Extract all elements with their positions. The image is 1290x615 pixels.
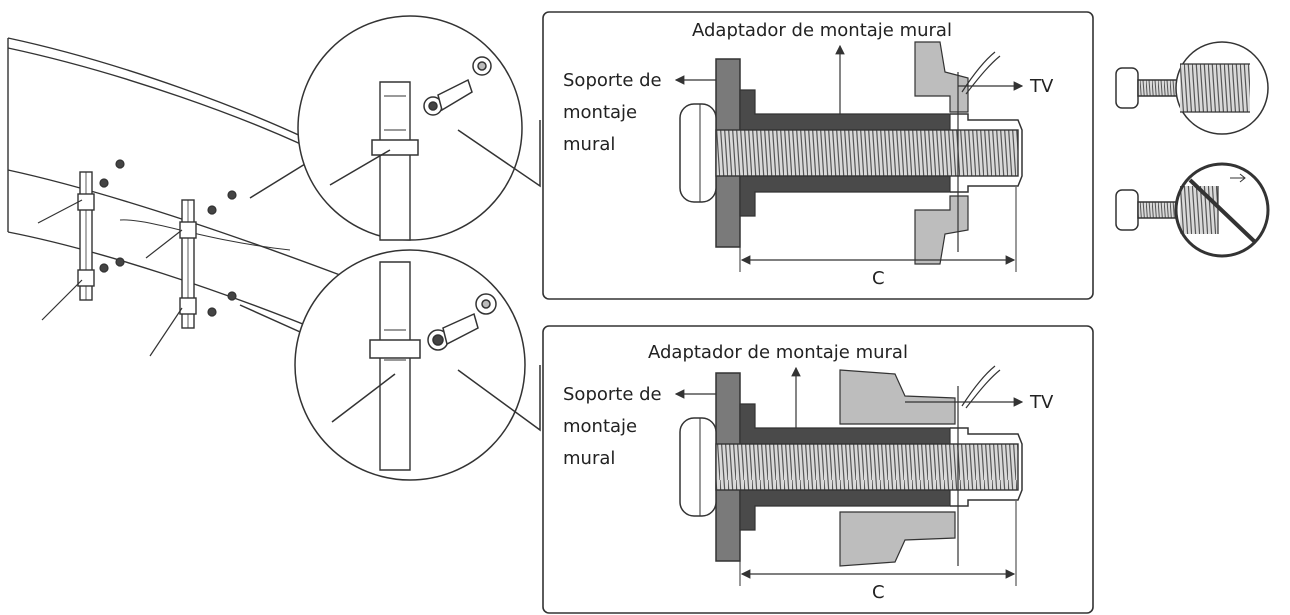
tv-back-top-edge <box>7 37 331 151</box>
tv-label: TV <box>1029 76 1054 97</box>
adapter-label: Adaptador de montaje mural <box>648 342 908 363</box>
tv-insert-nut <box>950 427 1023 507</box>
tv-body-bottom <box>839 511 956 567</box>
adapter-label: Adaptador de montaje mural <box>692 20 952 41</box>
prohibited-slash-icon <box>1188 178 1257 244</box>
tv-body-top <box>914 41 969 113</box>
correct-screw-thread-icon <box>1115 41 1269 135</box>
bolt-head <box>679 103 717 203</box>
tv-back-illustration <box>7 37 341 357</box>
tv-label: TV <box>1029 392 1054 413</box>
zoom-callout-top <box>249 15 541 241</box>
bracket-label-line-1: Soporte de <box>563 384 662 405</box>
dimension-c-label: C <box>872 268 885 289</box>
bracket-label-line-2: montaje <box>563 416 637 437</box>
tv-body-top <box>839 369 956 425</box>
tv-insert-nut <box>950 113 1023 193</box>
incorrect-screw-thread-icon <box>1115 162 1270 258</box>
bracket-left <box>77 171 95 301</box>
threaded-bolt <box>715 129 1019 177</box>
bolt-head <box>679 417 717 517</box>
bracket-right <box>179 199 197 329</box>
bracket-label-line-2: montaje <box>563 102 637 123</box>
screws-left-tv <box>37 159 237 357</box>
bracket-label-line-1: Soporte de <box>563 70 662 91</box>
tv-back-mid-curve <box>7 169 341 276</box>
bracket-label-line-3: mural <box>563 134 615 155</box>
zoom-callout-bottom <box>239 249 541 481</box>
tv-back-bottom-curve <box>7 231 331 336</box>
threaded-bolt <box>715 443 1019 491</box>
dimension-c-label: C <box>872 582 885 603</box>
bracket-label-line-3: mural <box>563 448 615 469</box>
tv-back-top-edge-inner <box>7 47 331 159</box>
